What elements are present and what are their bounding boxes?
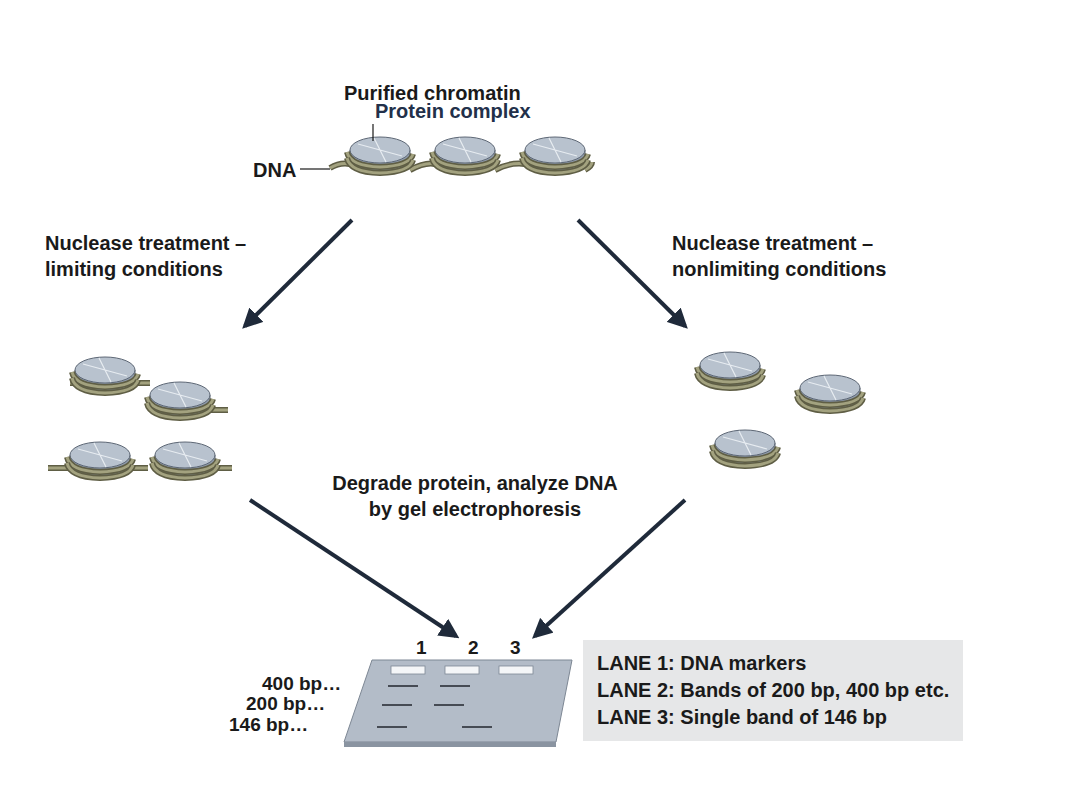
size-marker: 200 bp… bbox=[246, 692, 325, 717]
step-label: Nuclease treatment – limiting conditions bbox=[45, 230, 305, 282]
lane-description: LANE 2: Bands of 200 bp, 400 bp etc. bbox=[597, 677, 949, 704]
lane-number: 2 bbox=[468, 636, 479, 661]
step-label: Nuclease treatment – nonlimiting conditi… bbox=[672, 230, 972, 282]
size-marker: 400 bp… bbox=[262, 672, 341, 697]
lane-description: LANE 3: Single band of 146 bp bbox=[597, 704, 949, 731]
size-marker: 146 bp… bbox=[229, 713, 308, 738]
lane-number: 3 bbox=[510, 636, 521, 661]
part-label: Protein complex bbox=[375, 98, 531, 124]
legend-panel: LANE 1: DNA markersLANE 2: Bands of 200 … bbox=[583, 640, 963, 741]
step-label: Degrade protein, analyze DNA by gel elec… bbox=[330, 470, 620, 522]
part-label: DNA bbox=[253, 157, 296, 183]
lane-number: 1 bbox=[416, 636, 427, 661]
lane-description: LANE 1: DNA markers bbox=[597, 650, 949, 677]
